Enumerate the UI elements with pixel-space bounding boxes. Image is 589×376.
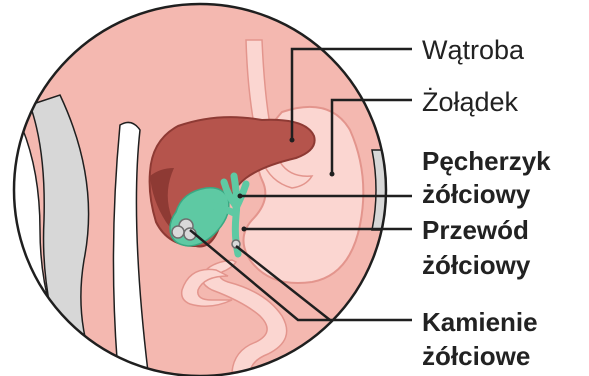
label-gallstones-line2: żółciowe xyxy=(422,343,530,369)
label-bile-duct-line2: żółciowy xyxy=(422,252,530,278)
gallstone xyxy=(172,226,184,238)
label-stomach: Żołądek xyxy=(422,89,518,116)
label-gallstones-line1: Kamienie xyxy=(422,309,538,335)
label-gallbladder-line2: żółciowy xyxy=(422,181,530,207)
stomach-leader-dot xyxy=(330,172,335,177)
label-liver: Wątroba xyxy=(422,37,524,64)
liver-leader-dot xyxy=(290,138,295,143)
label-bile-duct-line1: Przewód xyxy=(422,217,529,243)
label-gallbladder-line1: Pęcherzyk xyxy=(422,148,551,174)
gallbladder-leader-dot xyxy=(238,194,243,199)
bile-duct-leader-dot xyxy=(242,227,247,232)
